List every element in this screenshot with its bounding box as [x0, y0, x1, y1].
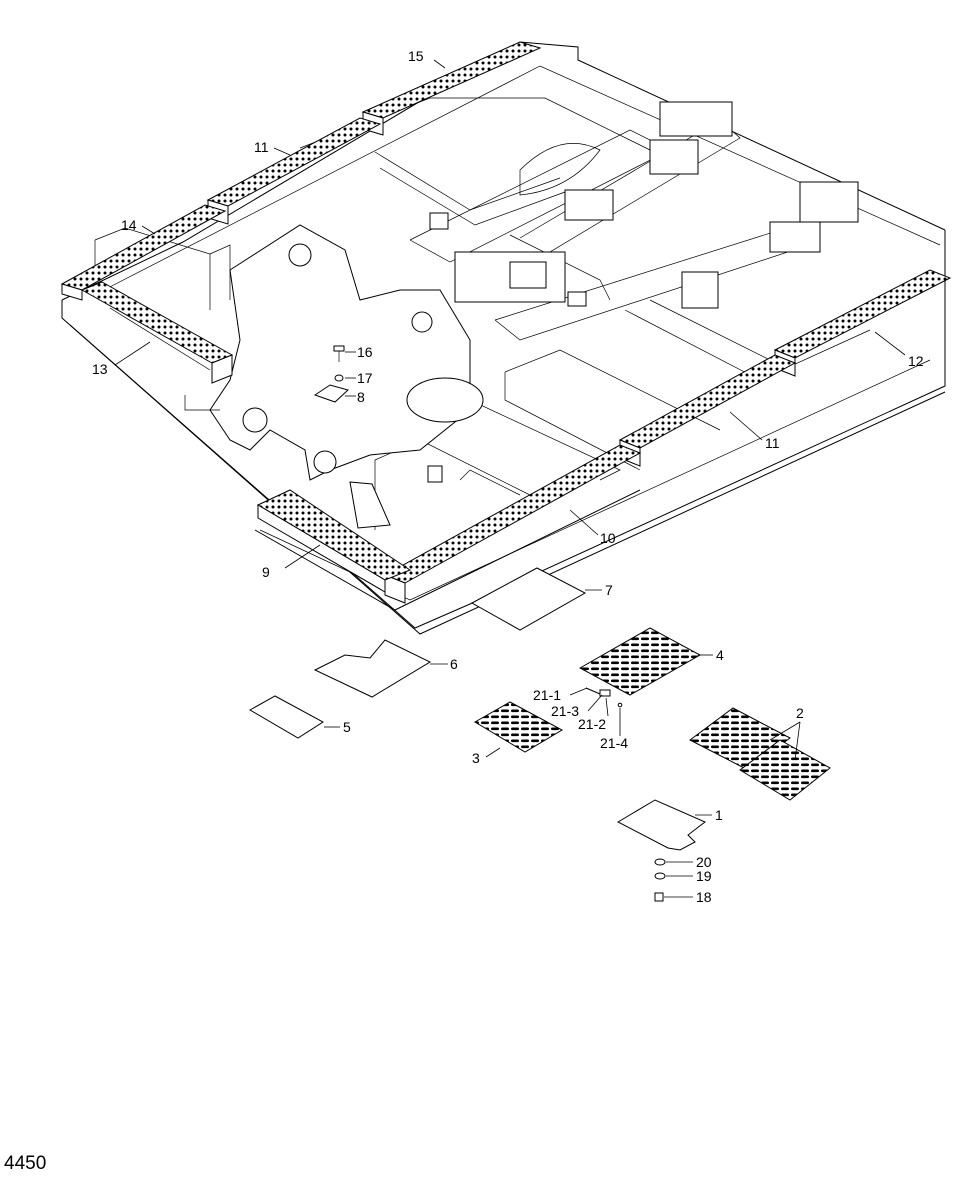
- callout-12: 12: [908, 353, 924, 369]
- page-number: 4450: [4, 1153, 47, 1174]
- callout-5: 5: [343, 719, 351, 735]
- callout-21-3: 21-3: [551, 703, 579, 719]
- callout-8: 8: [357, 389, 365, 405]
- step-grating-10: [383, 444, 642, 584]
- callout-18: 18: [696, 889, 712, 905]
- callout-9: 9: [262, 564, 270, 580]
- callout-1: 1: [715, 807, 723, 823]
- callout-14: 14: [121, 217, 137, 233]
- leader-lines: [114, 59, 906, 898]
- cover-7: [470, 567, 587, 631]
- callout-15: 15: [408, 48, 424, 64]
- callout-21-1: 21-1: [533, 687, 561, 703]
- callout-13: 13: [92, 361, 108, 377]
- cover-6: [313, 639, 432, 698]
- callout-19: 19: [696, 868, 712, 884]
- callout-2: 2: [796, 705, 804, 721]
- callout-21-4: 21-4: [600, 735, 628, 751]
- callout-11-top: 11: [254, 139, 269, 155]
- cover-8-assembly: [313, 345, 349, 403]
- grating-steps: [60, 41, 952, 611]
- cover-4: [578, 627, 702, 696]
- callout-labels: 15 11 14 13 12 11 10 9 16 17 8 7 6 5 4 3…: [92, 48, 924, 905]
- step-grating-13: [80, 281, 234, 364]
- step-grating-14: [60, 204, 227, 291]
- cover-1: [616, 799, 706, 851]
- callout-4: 4: [716, 647, 724, 663]
- loose-covers: [248, 567, 831, 902]
- callout-20: 20: [696, 854, 712, 870]
- callout-6: 6: [450, 656, 458, 672]
- step-grating-12: [773, 269, 952, 359]
- callout-11-right: 11: [765, 435, 780, 451]
- cover-2b: [739, 739, 831, 801]
- cover-5: [248, 695, 324, 739]
- callout-17: 17: [357, 370, 373, 386]
- upper-frame: [61, 41, 946, 635]
- callout-21-2: 21-2: [578, 716, 606, 732]
- cover-3: [474, 701, 564, 753]
- callout-7: 7: [605, 582, 613, 598]
- step-grating-9: [256, 489, 412, 581]
- callout-16: 16: [357, 344, 373, 360]
- callout-10: 10: [600, 530, 616, 546]
- callout-3: 3: [472, 750, 480, 766]
- step-grating-11-top: [206, 117, 382, 207]
